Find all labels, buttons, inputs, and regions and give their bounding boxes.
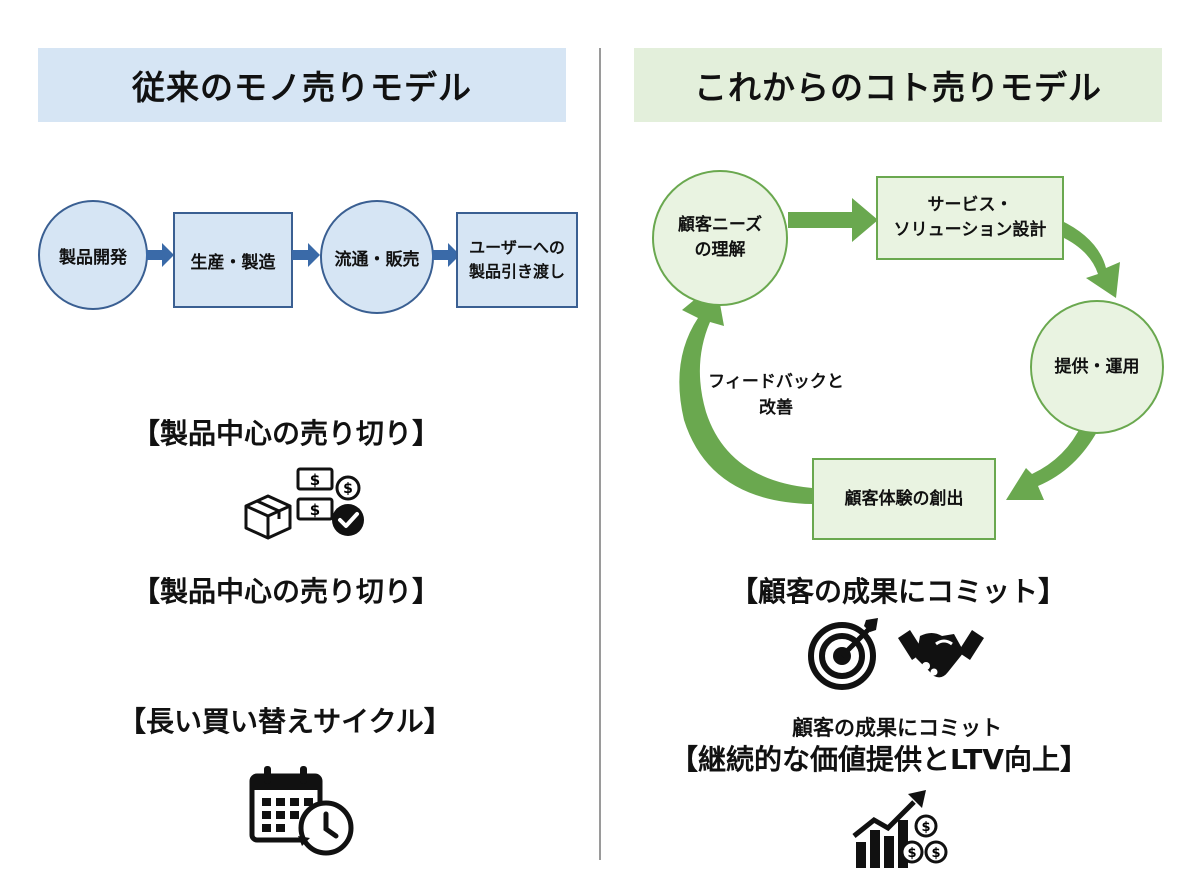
svg-text:$: $ [343,481,353,497]
flow-step-production: 生産・製造 [173,212,293,308]
flow-step-delivery: ユーザーへの 製品引き渡し [456,212,578,308]
cycle-label-feedback: フィードバックと 改善 [708,372,844,418]
right-label-2: 顧客の成果にコミット [792,716,1002,740]
svg-text:$: $ [310,501,320,519]
cycle-node-operate: 提供・運用 [1030,300,1164,434]
flow-arrow-1 [146,243,174,267]
checkmark-icon [332,504,364,536]
cycle-arrow-feedback-loop [679,282,812,504]
calendar-clock-icon [249,766,354,856]
dollar-coin-icon: $ [335,475,361,501]
cycle-node-experience: 顧客体験の創出 [812,458,996,540]
flow-arrow-2 [292,243,320,267]
center-divider [599,48,601,860]
cycle-arrows [679,198,1120,504]
right-label-1: 【顧客の成果にコミット】 [730,575,1067,608]
svg-text:$: $ [310,471,320,489]
money-icon: $ [296,467,334,491]
left-title: 従来のモノ売りモデル [38,48,566,122]
svg-text:$: $ [907,846,916,861]
target-icon [808,618,878,690]
box-icon [244,494,292,540]
svg-text:$: $ [921,820,930,835]
growth-chart-icon: $ $ $ [852,790,948,868]
right-label-3: 【継続的な価値提供とLTV向上】 [670,743,1088,776]
svg-text:$: $ [931,846,940,861]
cycle-node-design: サービス・ ソリューション設計 [876,176,1064,260]
flow-step-development: 製品開発 [38,200,148,310]
left-label-2: 【製品中心の売り切り】 [132,575,441,608]
right-title: これからのコト売りモデル [634,48,1162,122]
left-label-3: 【長い買い替えサイクル】 [118,705,452,738]
flow-step-distribution: 流通・販売 [320,200,434,314]
cycle-arrow-needs-to-design [788,198,878,242]
money-icon-2: $ [296,497,334,521]
left-label-1: 【製品中心の売り切り】 [132,417,441,450]
flow-arrow-3 [432,243,460,267]
cycle-arrow-operate-to-experience [1006,424,1098,500]
handshake-icon [898,630,984,678]
cycle-node-needs: 顧客ニーズ の理解 [652,170,788,306]
cycle-arrow-design-to-operate [1060,220,1120,298]
